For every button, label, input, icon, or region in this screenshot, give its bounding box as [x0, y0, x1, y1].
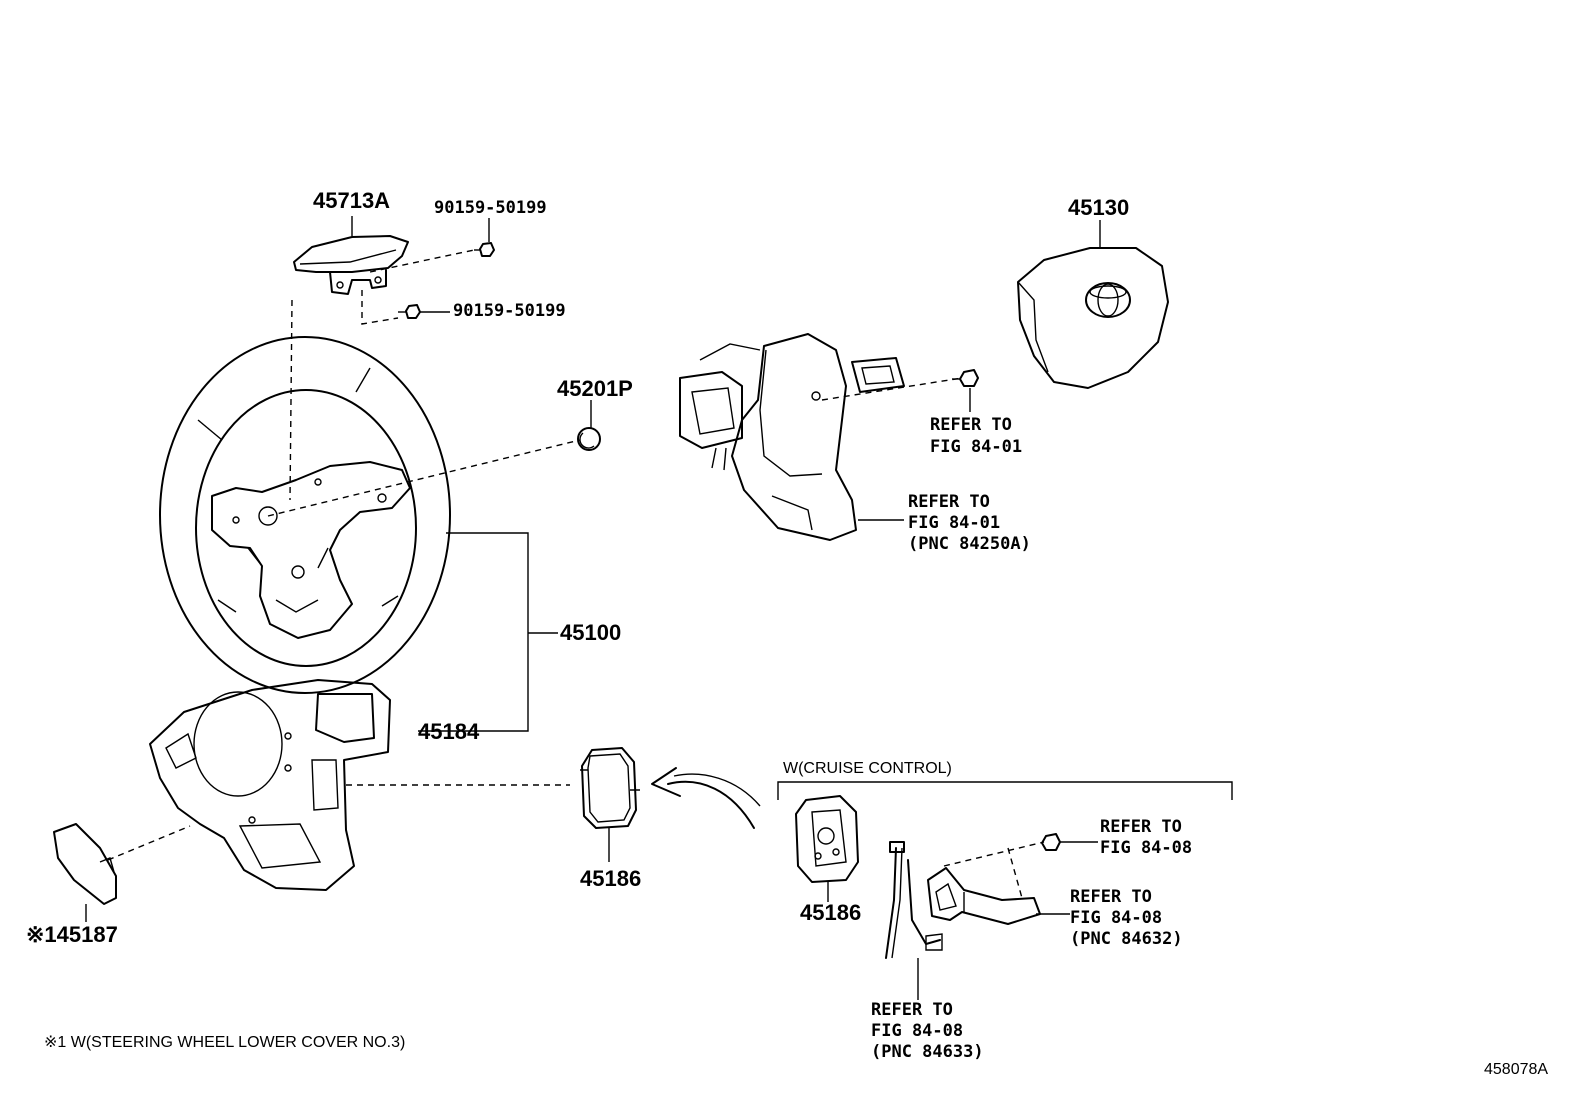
label-45186-right: 45186 [800, 900, 861, 925]
ref-line: REFER TO [1100, 817, 1182, 837]
cover-45186-left [580, 747, 640, 829]
ref-line: FIG 84-08 [1070, 908, 1162, 928]
label-45184: 45184 [418, 719, 480, 744]
spoke-switch-assembly [679, 333, 905, 541]
ref-line: REFER TO [871, 1000, 953, 1020]
label-45201p: 45201P [557, 376, 633, 401]
ref-line: FIG 84-08 [1100, 838, 1192, 858]
arrow-icon [651, 767, 761, 829]
ref-fig-84-08-b: REFER TO FIG 84-08 (PNC 84632) [1070, 887, 1183, 949]
ref-line: REFER TO [908, 492, 990, 512]
airbag-45130 [1017, 247, 1169, 389]
lower-cover-45184 [149, 679, 391, 891]
steering-wheel-45100 [159, 336, 451, 694]
cruise-wire-harness [885, 841, 943, 959]
ref-line: (PNC 84250A) [908, 534, 1031, 554]
cover-45186-right [795, 795, 859, 883]
ref-line: FIG 84-01 [908, 513, 1000, 533]
ref-line: (PNC 84633) [871, 1042, 984, 1062]
side-cover-45187 [53, 823, 117, 905]
ref-fig-84-01-b: REFER TO FIG 84-01 (PNC 84250A) [908, 492, 1031, 554]
ref-fig-84-01-a: REFER TO FIG 84-01 [930, 415, 1022, 457]
ref-fig-84-08-c: REFER TO FIG 84-08 (PNC 84633) [871, 1000, 984, 1062]
group-label-cruise-control: W(CRUISE CONTROL) [783, 760, 952, 777]
label-45187: ※145187 [26, 922, 118, 947]
clip-90159-upper [474, 242, 495, 257]
nut-45201p [577, 427, 601, 451]
label-45130: 45130 [1068, 195, 1129, 220]
ref-line: REFER TO [930, 415, 1012, 435]
label-45100: 45100 [560, 620, 621, 645]
ref-fig-84-08-a: REFER TO FIG 84-08 [1100, 817, 1192, 858]
ref-line: FIG 84-08 [871, 1021, 963, 1041]
ref-line: (PNC 84632) [1070, 929, 1183, 949]
label-45186-left: 45186 [580, 866, 641, 891]
screw-84-08 [1041, 833, 1061, 851]
cruise-control-switch [927, 867, 1041, 925]
clip-90159-lower [398, 304, 421, 319]
figure-id: 458078A [1484, 1061, 1548, 1078]
ref-line: REFER TO [1070, 887, 1152, 907]
label-90159-lower: 90159-50199 [453, 301, 566, 321]
footnote: ※1 W(STEERING WHEEL LOWER COVER NO.3) [44, 1034, 405, 1051]
ref-line: FIG 84-01 [930, 437, 1022, 457]
label-90159-upper: 90159-50199 [434, 198, 547, 218]
screw-84-01 [952, 369, 979, 387]
label-45713a: 45713A [313, 188, 390, 213]
part-45713a-cover [293, 235, 409, 295]
